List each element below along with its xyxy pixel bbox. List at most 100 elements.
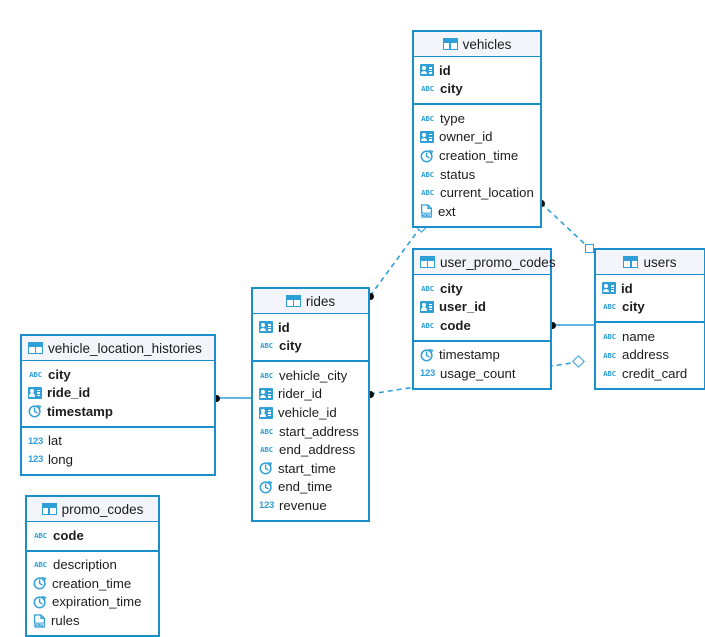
field-label: id: [278, 319, 290, 335]
table-icon: [28, 342, 43, 354]
field-section: ABC description creation_time expiration…: [27, 552, 158, 635]
field-label: status: [440, 166, 476, 182]
field-label: usage_count: [440, 366, 516, 382]
field-row[interactable]: ABC credit_card: [596, 364, 704, 383]
table-icon: [420, 256, 435, 268]
table-icon: [623, 256, 639, 268]
field-row[interactable]: ABC current_location: [414, 184, 540, 203]
field-row[interactable]: timestamp: [22, 402, 214, 421]
field-row[interactable]: ABC vehicle_city: [253, 366, 368, 385]
field-row[interactable]: id: [253, 318, 368, 337]
json-icon: JSON: [33, 614, 46, 628]
field-label: type: [440, 110, 465, 126]
field-row[interactable]: 123 usage_count: [414, 364, 550, 383]
field-row[interactable]: ABC code: [414, 316, 550, 335]
field-row[interactable]: ABC city: [22, 365, 214, 384]
svg-text:JSON: JSON: [420, 213, 431, 218]
field-row[interactable]: ABC city: [414, 80, 540, 99]
field-label: expiration_time: [52, 594, 142, 610]
field-row[interactable]: creation_time: [27, 574, 158, 593]
string-icon: ABC: [34, 560, 47, 570]
field-row[interactable]: user_id: [414, 298, 550, 317]
field-label: code: [53, 527, 84, 543]
table-rides[interactable]: rides id ABC city ABC vehicle_city rider…: [251, 287, 370, 522]
numeric-icon: 123: [28, 435, 43, 447]
timestamp-icon: [259, 461, 273, 475]
field-row[interactable]: owner_id: [414, 128, 540, 147]
string-icon: ABC: [421, 320, 434, 330]
field-row[interactable]: vehicle_id: [253, 403, 368, 422]
string-icon: ABC: [421, 113, 434, 123]
table-user-promo-codes[interactable]: user_promo_codes ABC city user_id ABC co…: [412, 248, 556, 390]
table-vehicle-location-histories[interactable]: vehicle_location_histories ABC city ride…: [20, 334, 216, 476]
table-icon: [442, 38, 458, 50]
numeric-icon: 123: [259, 500, 274, 512]
link-endpoint-one-users-left: [571, 354, 585, 368]
link-endpoint-one-users-top: [584, 243, 594, 253]
field-row[interactable]: ABC city: [253, 337, 368, 356]
table-header-user-promo-codes: user_promo_codes: [414, 250, 556, 275]
string-icon: ABC: [260, 445, 273, 455]
field-row[interactable]: ABC status: [414, 165, 540, 184]
field-row[interactable]: 123 lat: [22, 432, 214, 451]
field-row[interactable]: ABC code: [27, 526, 158, 545]
field-row[interactable]: rider_id: [253, 385, 368, 404]
field-row[interactable]: ABC city: [596, 298, 704, 317]
field-label: ext: [438, 203, 456, 219]
field-row[interactable]: ride_id: [22, 384, 214, 403]
field-row[interactable]: ABC name: [596, 327, 704, 346]
field-label: description: [53, 557, 117, 573]
field-row[interactable]: ABC description: [27, 556, 158, 575]
field-row[interactable]: 123 long: [22, 450, 214, 469]
field-label: end_address: [279, 442, 356, 458]
field-label: owner_id: [439, 129, 493, 145]
field-label: start_time: [278, 460, 336, 476]
table-title: vehicle_location_histories: [48, 340, 202, 356]
field-row[interactable]: expiration_time: [27, 593, 158, 612]
field-row[interactable]: JSON ext: [414, 202, 540, 221]
field-row[interactable]: 123 revenue: [253, 496, 368, 515]
field-row[interactable]: creation_time: [414, 146, 540, 165]
table-header-users: users: [596, 250, 704, 275]
link-endpoint-many-rides-vehicles: [366, 292, 374, 300]
field-row[interactable]: ABC end_address: [253, 441, 368, 460]
timestamp-icon: [33, 576, 47, 590]
string-icon: ABC: [29, 369, 42, 379]
field-label: name: [622, 328, 655, 344]
table-title: rides: [305, 293, 336, 309]
field-label: city: [440, 81, 463, 97]
field-section: ABC name ABC address ABC credit_card: [596, 323, 704, 388]
field-label: user_id: [439, 299, 486, 315]
field-row[interactable]: ABC type: [414, 109, 540, 128]
field-label: timestamp: [439, 347, 500, 363]
table-title: vehicles: [462, 36, 512, 52]
uuid-icon: [602, 282, 616, 295]
field-row[interactable]: JSON rules: [27, 611, 158, 630]
table-header-promo-codes: promo_codes: [27, 497, 158, 522]
field-row[interactable]: id: [414, 61, 540, 80]
table-users[interactable]: users id ABC city ABC name ABC address A…: [594, 248, 705, 390]
uuid-icon: [420, 131, 434, 144]
table-header-rides: rides: [253, 289, 368, 314]
field-section: timestamp 123 usage_count: [414, 342, 550, 388]
field-label: city: [279, 338, 302, 354]
link-endpoint-many-promo-users: [548, 321, 556, 329]
field-row[interactable]: end_time: [253, 478, 368, 497]
field-label: city: [622, 299, 645, 315]
string-icon: ABC: [603, 302, 616, 312]
field-row[interactable]: id: [596, 279, 704, 298]
field-row[interactable]: ABC address: [596, 346, 704, 365]
table-promo-codes[interactable]: promo_codes ABC code ABC description cre…: [25, 495, 160, 637]
field-row[interactable]: timestamp: [414, 346, 550, 365]
field-row[interactable]: ABC city: [414, 279, 550, 298]
table-title: user_promo_codes: [440, 254, 556, 270]
table-vehicles[interactable]: vehicles id ABC city ABC type owner_id: [412, 30, 542, 228]
link-vehicles-to-users: [540, 202, 589, 248]
field-label: start_address: [279, 423, 359, 439]
field-label: address: [622, 347, 669, 363]
link-endpoint-many-vlh-rides: [212, 394, 220, 402]
timestamp-icon: [420, 348, 434, 362]
field-row[interactable]: start_time: [253, 459, 368, 478]
link-endpoint-many-rides-users: [366, 390, 374, 398]
field-row[interactable]: ABC start_address: [253, 422, 368, 441]
